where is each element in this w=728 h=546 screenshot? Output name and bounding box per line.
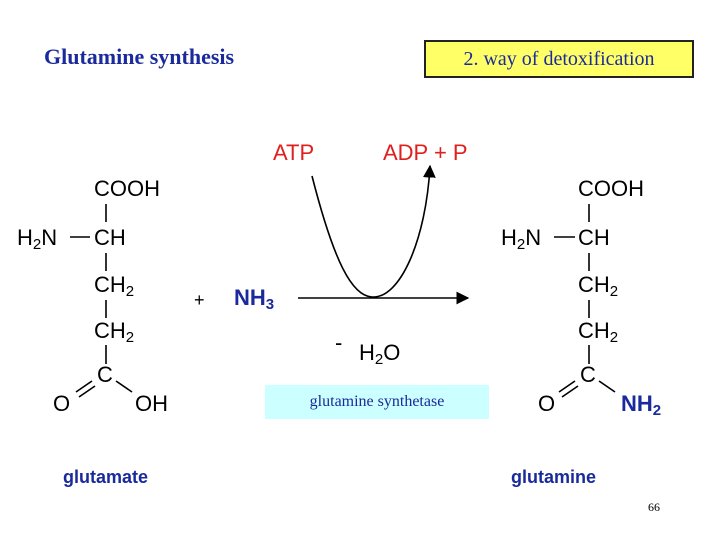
glutamate-bond-c-o-2 [78,385,96,398]
glutamine-bond-c-o-1 [558,380,576,393]
glutamate-carbonyl-c: C [97,362,113,387]
glutamine-ch2-a: CH2 [578,272,619,300]
detox-badge-text: 2. way of detoxification [463,47,655,70]
minus-sign: - [335,330,343,355]
glutamine-bond-c-nh2 [598,380,616,393]
page-title: Glutamine synthesis [44,44,235,69]
glutamine-amide-nh2: NH2 [621,391,662,419]
atp-label: ATP [273,140,315,165]
enzyme-label: glutamine synthetase [265,385,489,419]
adp-p-label: ADP + P [383,140,468,165]
glutamate-ch: CH [94,225,126,250]
glutamine-carbonyl-c: C [580,362,596,387]
glutamate-h2n: H2N [17,225,58,253]
glutamine-label: glutamine [511,467,597,487]
glutamate-ch2-b: CH2 [94,318,135,346]
glutamate-bond-c-o-1 [75,380,93,393]
page-number: 66 [648,500,660,514]
glutamate-hydroxyl: OH [135,391,168,416]
glutamine-h2n: H2N [501,225,542,253]
glutamate-label: glutamate [63,467,149,487]
glutamate-oxygen: O [53,391,71,416]
glutamate-ch2-a: CH2 [94,272,135,300]
plus-sign: + [194,290,205,310]
glutamine-oxygen: O [538,391,556,416]
glutamate-cooh: COOH [94,176,160,201]
detox-badge: 2. way of detoxification [424,40,694,78]
glutamine-ch2-b: CH2 [578,318,619,346]
glutamine-ch: CH [578,225,610,250]
water-label: H2O [359,340,401,368]
glutamine-bond-c-o-2 [561,385,579,398]
ammonia-label: NH3 [234,285,275,313]
glutamine-cooh: COOH [578,176,644,201]
glutamate-bond-c-oh [115,380,133,393]
atp-adp-curved-arrow [311,164,436,298]
